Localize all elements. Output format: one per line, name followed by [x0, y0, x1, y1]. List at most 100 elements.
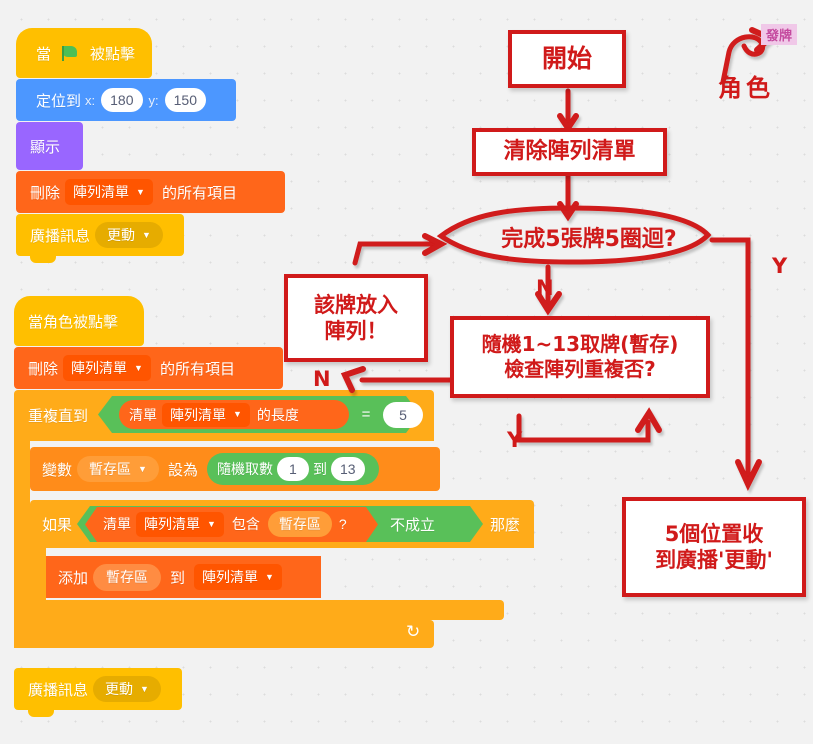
block-show[interactable]: 顯示 [16, 122, 83, 170]
chevron-down-icon: ▼ [136, 186, 145, 197]
list-dropdown-3[interactable]: 陣列清單 ▼ [162, 402, 250, 427]
chevron-down-icon: ▼ [142, 229, 151, 240]
flow-start-label: 開始 [541, 44, 592, 74]
if-prefix-label: 如果 [42, 516, 73, 534]
add-value-reporter[interactable]: 暫存區 [93, 563, 162, 591]
branch-label-n-decision: N [536, 276, 554, 300]
flow-decision-text: 完成5張牌5圈迴? [501, 227, 677, 252]
delete-prefix-label: 刪除 [30, 184, 61, 202]
broadcast-label-2: 廣播訊息 [28, 681, 89, 699]
if-block-bottom [30, 600, 504, 620]
block-add-to-list[interactable]: 添加 暫存區 到 陣列清單 ▼ [46, 556, 321, 598]
chevron-down-icon: ▼ [134, 362, 143, 373]
flow-clear-list-label: 清除陣列清單 [503, 139, 636, 165]
operator-not-label: 不成立 [390, 511, 470, 537]
block-notch [30, 256, 56, 263]
block-set-variable[interactable]: 變數 暫存區 ▼ 設為 隨機取數 1 到 13 [30, 447, 440, 491]
add-prefix-label: 添加 [58, 569, 89, 587]
chevron-down-icon: ▼ [207, 518, 216, 529]
variable-dropdown-value: 暫存區 [89, 461, 132, 477]
length-prefix-label: 清單 [129, 406, 157, 423]
flow-start-box: 開始 [508, 30, 626, 88]
repeat-left-wall [14, 441, 30, 640]
set-var-mid-label: 設為 [167, 461, 198, 479]
block-delete-all-of-list-1[interactable]: 刪除 陣列清單 ▼ 的所有項目 [16, 171, 285, 213]
broadcast-message-2: 更動 [105, 681, 134, 697]
broadcast-message-dropdown-2[interactable]: 更動 ▼ [93, 676, 161, 702]
delete-prefix-label-2: 刪除 [28, 360, 59, 378]
flow-result-line1: 5個位置收 [664, 521, 764, 546]
operator-equals-sign: = [355, 403, 377, 425]
flow-result-line2: 到廣播'更動' [655, 548, 773, 572]
branch-y-loop-text: Y [507, 428, 523, 452]
block-delete-all-of-list-2[interactable]: 刪除 陣列清單 ▼ 的所有項目 [14, 347, 283, 389]
operator-length-of-list[interactable]: 清單 陣列清單 ▼ 的長度 [119, 400, 349, 429]
green-flag-icon [62, 45, 79, 61]
branch-n-loop-text: N [313, 367, 331, 391]
when-sprite-clicked-label: 當角色被點擊 [28, 313, 119, 331]
pick-random-to-input[interactable]: 13 [330, 457, 365, 481]
flow-callout-line1: 該牌放入 [314, 292, 398, 317]
block-broadcast-1[interactable]: 廣播訊息 更動 ▼ [16, 214, 184, 256]
block-goto-xy[interactable]: 定位到 x: 180 y: 150 [16, 79, 236, 121]
list-dropdown-1[interactable]: 陣列清單 ▼ [65, 179, 153, 205]
equals-right-input[interactable]: 5 [383, 402, 423, 428]
chevron-down-icon: ▼ [265, 571, 274, 582]
flow-decision-label: 完成5張牌5圈迴? [466, 221, 712, 253]
sprite-annotation-text: 角色 [718, 74, 774, 102]
contains-value: 暫存區 [278, 516, 321, 532]
contains-suffix-label: ? [338, 516, 347, 532]
when-flag-prefix-label: 當 [36, 45, 52, 63]
contains-mid-label: 包含 [231, 516, 260, 532]
pick-random-from-input[interactable]: 1 [276, 457, 309, 481]
delete-suffix-label-2: 的所有項目 [159, 360, 235, 378]
block-notch [28, 710, 54, 717]
branch-label-n-loop: N [313, 367, 331, 391]
broadcast-message-dropdown-1[interactable]: 更動 ▼ [95, 222, 163, 248]
contains-value-reporter[interactable]: 暫存區 [267, 511, 332, 537]
flow-clear-list-box: 清除陣列清單 [472, 128, 667, 176]
pick-random-to-label: 到 [312, 461, 327, 477]
variable-dropdown[interactable]: 暫存區 ▼ [77, 456, 159, 482]
flow-process-line2: 檢查陣列重複否? [504, 357, 656, 381]
goto-y-input[interactable]: 150 [164, 88, 206, 112]
when-flag-suffix-label: 被點擊 [90, 45, 136, 63]
operator-list-contains[interactable]: 清單 陣列清單 ▼ 包含 暫存區 ? [95, 508, 375, 540]
contains-prefix-label: 清單 [103, 516, 131, 532]
list-dropdown-4-value: 陣列清單 [144, 516, 200, 532]
branch-y-decision-text: Y [772, 254, 788, 278]
list-dropdown-5[interactable]: 陣列清單 ▼ [194, 564, 282, 590]
show-label: 顯示 [30, 138, 61, 156]
list-dropdown-5-value: 陣列清單 [202, 569, 259, 585]
add-mid-label: 到 [170, 569, 186, 587]
flow-result-box: 5個位置收 到廣播'更動' [622, 497, 806, 597]
goto-x-label: x: [85, 92, 96, 108]
goto-x-input[interactable]: 180 [101, 88, 143, 112]
block-broadcast-2[interactable]: 廣播訊息 更動 ▼ [14, 668, 182, 710]
goto-y-label: y: [148, 92, 159, 108]
flow-callout-box: 該牌放入 陣列！ [284, 274, 428, 362]
branch-n-decision-text: N [536, 276, 554, 300]
add-value: 暫存區 [106, 569, 149, 585]
loop-arrow-icon: ↻ [406, 622, 421, 641]
list-dropdown-4[interactable]: 陣列清單 ▼ [136, 511, 224, 537]
if-then-label-wrap: 那麼 [490, 511, 550, 537]
list-dropdown-2[interactable]: 陣列清單 ▼ [63, 355, 151, 381]
list-dropdown-3-value: 陣列清單 [170, 406, 226, 423]
flow-callout-line2: 陣列！ [324, 319, 388, 343]
pick-random-label: 隨機取數 [216, 461, 273, 477]
chevron-down-icon: ▼ [233, 409, 242, 419]
chevron-down-icon: ▼ [140, 683, 149, 694]
branch-label-y-decision: Y [772, 254, 787, 278]
equals-symbol: = [361, 405, 371, 423]
operator-pick-random[interactable]: 隨機取數 1 到 13 [206, 453, 379, 485]
broadcast-label-1: 廣播訊息 [30, 227, 91, 245]
delete-suffix-label: 的所有項目 [161, 184, 237, 202]
sprite-tag-text: 發牌 [766, 29, 793, 44]
set-var-prefix-label: 變數 [42, 461, 73, 479]
block-when-sprite-clicked[interactable]: 當角色被點擊 [14, 296, 144, 346]
block-when-flag-clicked[interactable]: 當 被點擊 [16, 28, 152, 78]
repeat-bottom [14, 620, 434, 648]
then-label: 那麼 [490, 516, 521, 534]
